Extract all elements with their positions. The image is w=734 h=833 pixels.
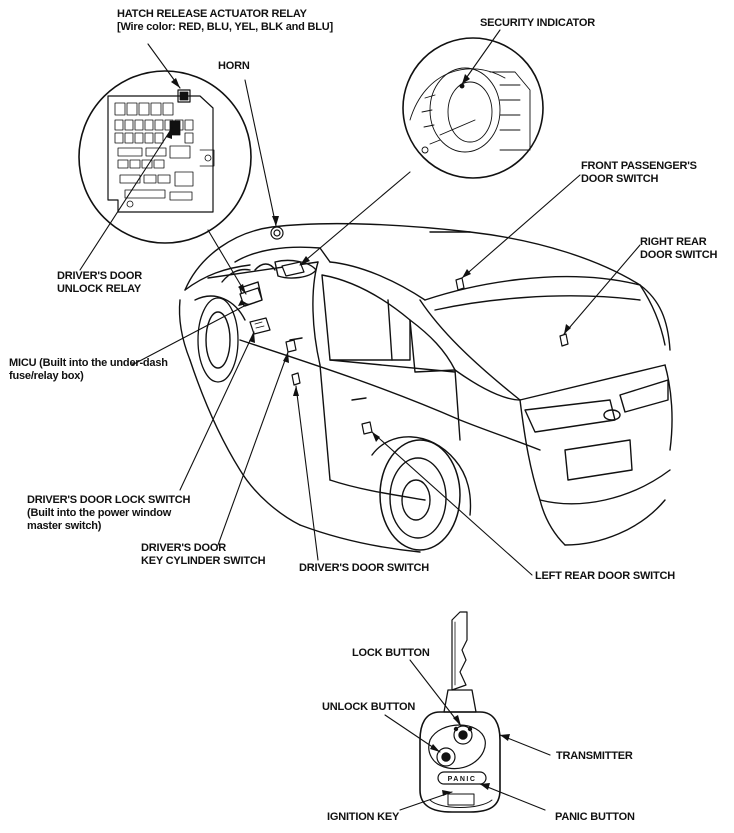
- leader-lines: [79, 29, 641, 811]
- label-micu-line1: MICU (Built into the under-dash: [9, 357, 168, 369]
- label-lock-button-text: LOCK BUTTON: [352, 647, 430, 659]
- label-right-rear-door-switch: RIGHT REAR DOOR SWITCH: [640, 236, 717, 262]
- label-transmitter: TRANSMITTER: [556, 750, 633, 763]
- label-drivers-door-lock-switch-line2: (Built into the power window: [27, 507, 172, 519]
- vehicle-components: [239, 226, 569, 435]
- label-ignition-key: IGNITION KEY: [327, 811, 399, 824]
- label-right-rear-door-switch-line1: RIGHT REAR: [640, 236, 707, 248]
- label-panic-button: PANIC BUTTON: [555, 811, 635, 824]
- label-drivers-door-unlock-relay-line2: UNLOCK RELAY: [57, 283, 141, 295]
- label-drivers-door-switch: DRIVER'S DOOR SWITCH: [299, 562, 429, 575]
- label-lock-button: LOCK BUTTON: [352, 647, 430, 660]
- fuse-box-magnifier: [78, 70, 252, 244]
- label-ignition-key-text: IGNITION KEY: [327, 811, 400, 823]
- leader-arrowheads: [166, 74, 571, 796]
- label-hatch-release-relay: HATCH RELEASE ACTUATOR RELAY [Wire color…: [117, 8, 333, 34]
- label-drivers-door-key-cylinder-switch-line2: KEY CYLINDER SWITCH: [141, 555, 266, 567]
- vehicle-body: [178, 222, 673, 553]
- label-drivers-door-key-cylinder-switch-line1: DRIVER'S DOOR: [141, 542, 226, 554]
- label-micu: MICU (Built into the under-dash fuse/rel…: [9, 357, 168, 383]
- label-transmitter-text: TRANSMITTER: [556, 750, 633, 762]
- label-right-rear-door-switch-line2: DOOR SWITCH: [640, 249, 718, 261]
- label-micu-line2: fuse/relay box): [9, 370, 84, 382]
- label-drivers-door-unlock-relay-line1: DRIVER'S DOOR: [57, 270, 142, 282]
- label-drivers-door-key-cylinder-switch: DRIVER'S DOOR KEY CYLINDER SWITCH: [141, 542, 266, 568]
- label-unlock-button-text: UNLOCK BUTTON: [322, 701, 416, 713]
- label-drivers-door-lock-switch-line3: master switch): [27, 520, 102, 532]
- key-fob: [419, 611, 501, 813]
- label-left-rear-door-switch: LEFT REAR DOOR SWITCH: [535, 570, 675, 583]
- label-unlock-button: UNLOCK BUTTON: [322, 701, 415, 714]
- label-security-indicator: SECURITY INDICATOR: [480, 17, 595, 30]
- label-horn: HORN: [218, 60, 250, 73]
- label-hatch-release-relay-line2: [Wire color: RED, BLU, YEL, BLK and BLU]: [117, 21, 333, 33]
- label-hatch-release-relay-line1: HATCH RELEASE ACTUATOR RELAY: [117, 8, 307, 20]
- label-front-passenger-door-switch-line2: DOOR SWITCH: [581, 173, 659, 185]
- label-front-passenger-door-switch: FRONT PASSENGER'S DOOR SWITCH: [581, 160, 697, 186]
- label-horn-text: HORN: [218, 60, 250, 72]
- label-drivers-door-switch-text: DRIVER'S DOOR SWITCH: [299, 562, 430, 574]
- label-drivers-door-lock-switch: DRIVER'S DOOR LOCK SWITCH (Built into th…: [27, 494, 190, 533]
- panic-button-text: PANIC: [448, 776, 477, 783]
- label-drivers-door-lock-switch-line1: DRIVER'S DOOR LOCK SWITCH: [27, 494, 191, 506]
- label-front-passenger-door-switch-line1: FRONT PASSENGER'S: [581, 160, 697, 172]
- label-panic-button-text: PANIC BUTTON: [555, 811, 635, 823]
- label-security-indicator-text: SECURITY INDICATOR: [480, 17, 595, 29]
- label-left-rear-door-switch-text: LEFT REAR DOOR SWITCH: [535, 570, 676, 582]
- label-drivers-door-unlock-relay: DRIVER'S DOOR UNLOCK RELAY: [57, 270, 142, 296]
- security-indicator-magnifier: [402, 37, 544, 179]
